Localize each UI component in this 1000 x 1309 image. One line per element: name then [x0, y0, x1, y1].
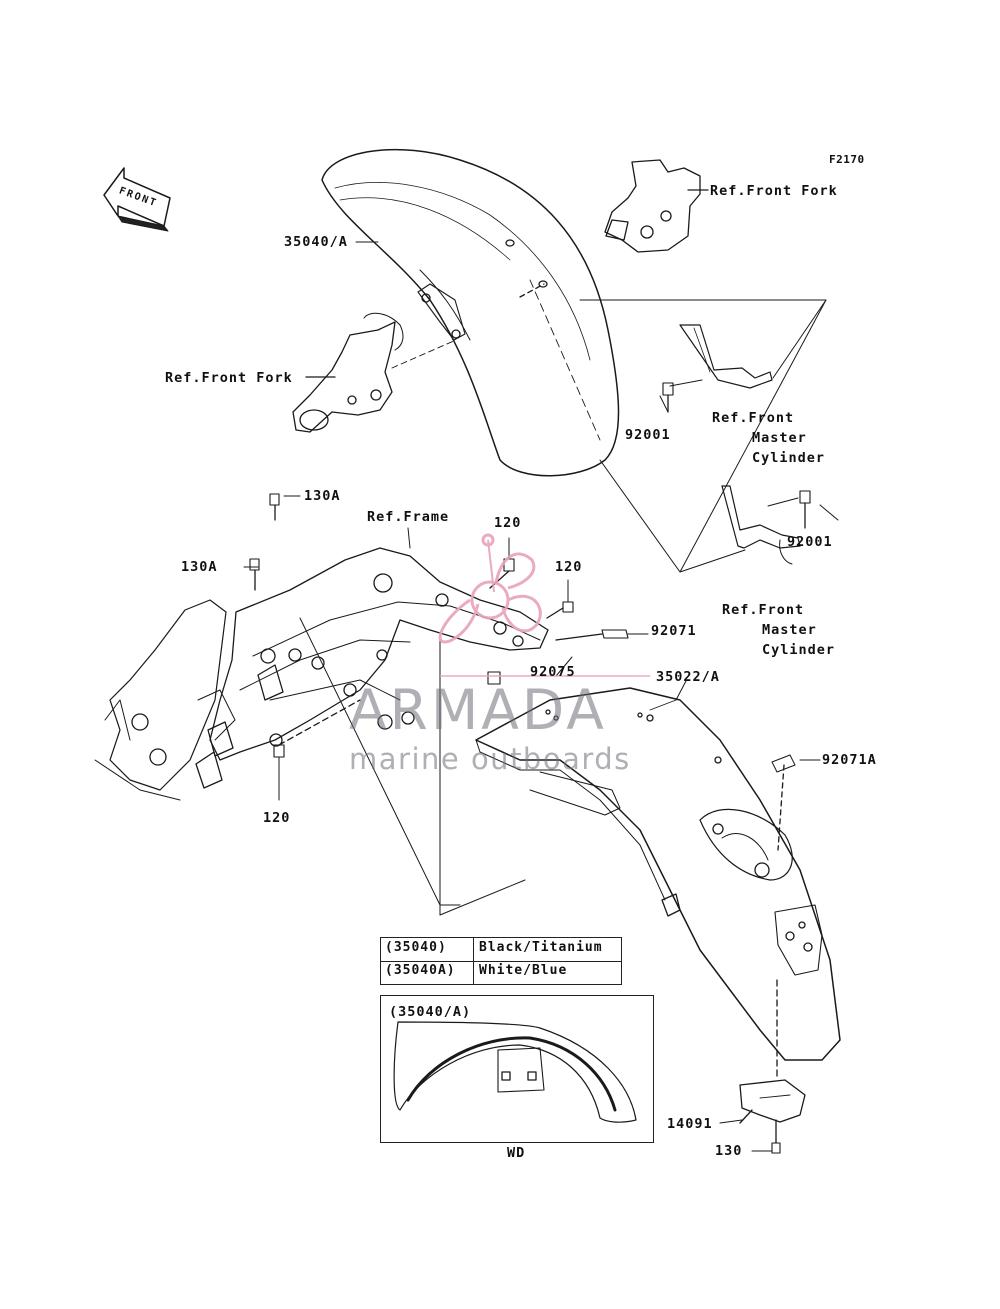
frame-drawing — [94, 493, 629, 916]
callout-ref-front-fork-right: Ref.Front Fork — [710, 183, 838, 199]
callout-92001-lower: 92001 — [787, 534, 833, 550]
armada-logo-icon — [438, 533, 650, 677]
callout-92071A: 92071A — [822, 752, 877, 768]
master-cylinder-bracket-upper — [662, 324, 773, 413]
inset-title: (35040/A) — [389, 1004, 472, 1020]
table-cell-code: (35040) — [385, 940, 447, 955]
callout-130A-top: 130A — [304, 488, 341, 504]
callout-35040-A: 35040/A — [284, 234, 348, 250]
figure-id: F2170 — [829, 153, 865, 166]
callout-92071: 92071 — [651, 623, 697, 639]
callout-ref-master-cylinder-upper-line3: Cylinder — [752, 450, 826, 466]
flap-drawing — [739, 1079, 806, 1154]
callout-ref-master-cylinder-upper-line2: Master — [752, 430, 807, 446]
callout-ref-master-cylinder-lower-line1: Ref.Front — [722, 602, 805, 618]
callout-120-c: 120 — [263, 810, 291, 826]
watermark-tagline: marine outboards — [349, 742, 631, 776]
table-row: (35040) Black/Titanium — [381, 938, 621, 962]
callout-35022-A: 35022/A — [656, 669, 720, 685]
front-fender-drawing — [321, 148, 620, 477]
callout-92075: 92075 — [530, 664, 576, 680]
table-cell-color: Black/Titanium — [479, 940, 603, 955]
callout-130: 130 — [715, 1143, 743, 1159]
front-fork-right-drawing — [604, 159, 709, 253]
inset-box: (35040/A) — [380, 995, 654, 1143]
table-row: (35040A) White/Blue — [381, 961, 621, 984]
rear-fender-drawing — [475, 687, 841, 1081]
callout-ref-front-fork-left: Ref.Front Fork — [165, 370, 293, 386]
master-cylinder-bracket-lower — [679, 485, 811, 573]
callout-ref-master-cylinder-upper-line1: Ref.Front — [712, 410, 795, 426]
table-cell-color: White/Blue — [479, 963, 568, 978]
color-variant-table: (35040) Black/Titanium (35040A) White/Bl… — [380, 937, 622, 985]
front-arrow-icon — [103, 167, 171, 232]
callout-14091: 14091 — [667, 1116, 713, 1132]
callout-ref-master-cylinder-lower-line2: Master — [762, 622, 817, 638]
watermark-brand: ARMADA — [349, 678, 607, 742]
callout-92001-upper: 92001 — [625, 427, 671, 443]
callout-130A-left: 130A — [181, 559, 218, 575]
callout-ref-frame: Ref.Frame — [367, 509, 450, 525]
callout-120-a: 120 — [494, 515, 522, 531]
front-fork-left-drawing — [292, 312, 457, 433]
callout-leaders — [243, 241, 839, 1152]
inset-caption: WD — [507, 1145, 526, 1161]
callout-120-b: 120 — [555, 559, 583, 575]
callout-ref-master-cylinder-lower-line3: Cylinder — [762, 642, 836, 658]
inset-fender-drawing — [393, 1021, 637, 1123]
table-cell-code: (35040A) — [385, 963, 456, 978]
